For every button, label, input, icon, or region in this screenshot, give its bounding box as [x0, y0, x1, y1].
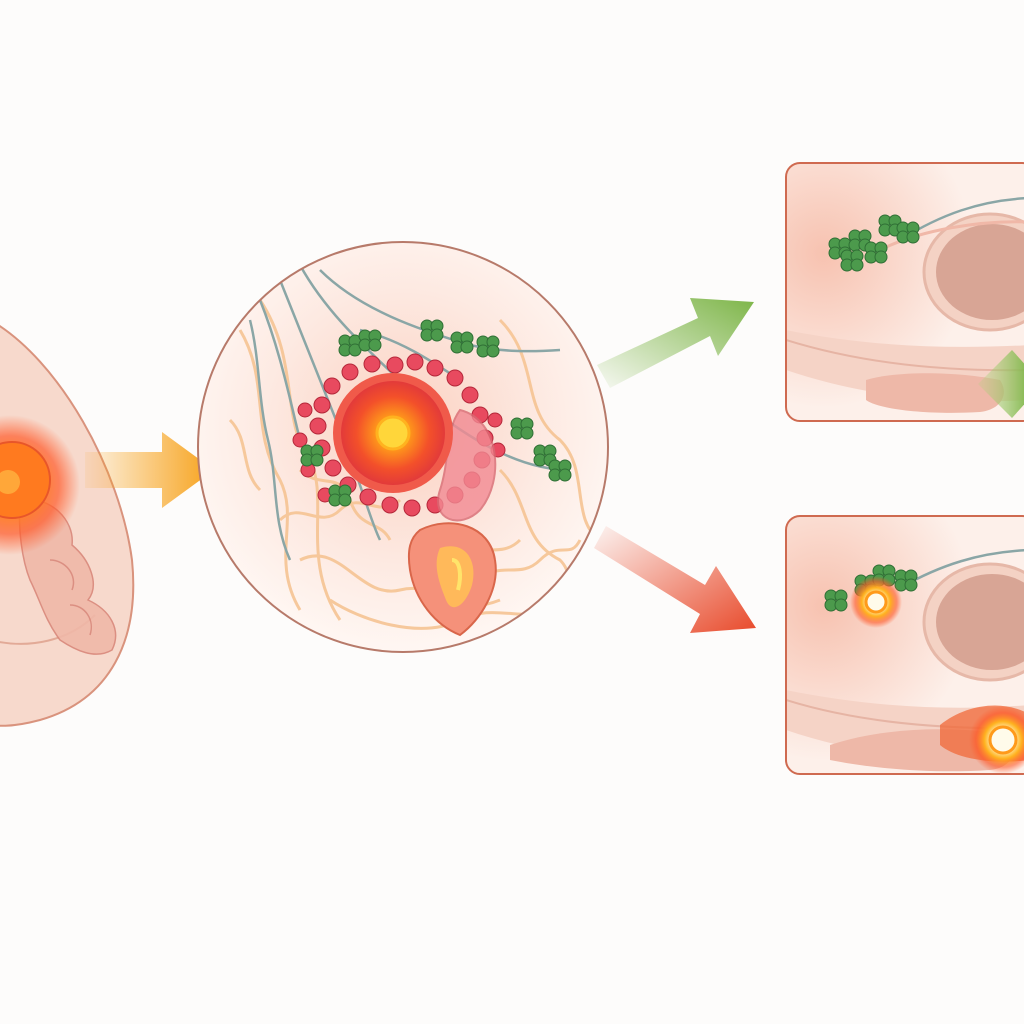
inbound-green-arrow [978, 350, 1024, 418]
lower-tissue-lobe [866, 373, 1004, 413]
primary-tumor [0, 441, 51, 519]
tumor-core-center [375, 415, 411, 451]
magnified-circle-border [197, 241, 609, 653]
metastasis-spot-2 [988, 725, 1018, 755]
primary-tumor-core [0, 470, 20, 494]
outcome-panel-red [785, 515, 1024, 775]
breast-overview-panel [0, 325, 135, 727]
organ-cavity [936, 224, 1024, 320]
arrow-to-red-outcome [594, 526, 756, 633]
metastasis-spot [864, 590, 888, 614]
arrow-overview-to-magnified [85, 432, 214, 508]
outcome-panel-green [785, 162, 1024, 422]
magnified-tumor-microenvironment [197, 241, 609, 653]
vessel-line-2 [879, 220, 1024, 252]
organ-cavity [936, 574, 1024, 670]
arrow-to-green-outcome [597, 298, 754, 388]
secondary-lesion [407, 522, 497, 637]
